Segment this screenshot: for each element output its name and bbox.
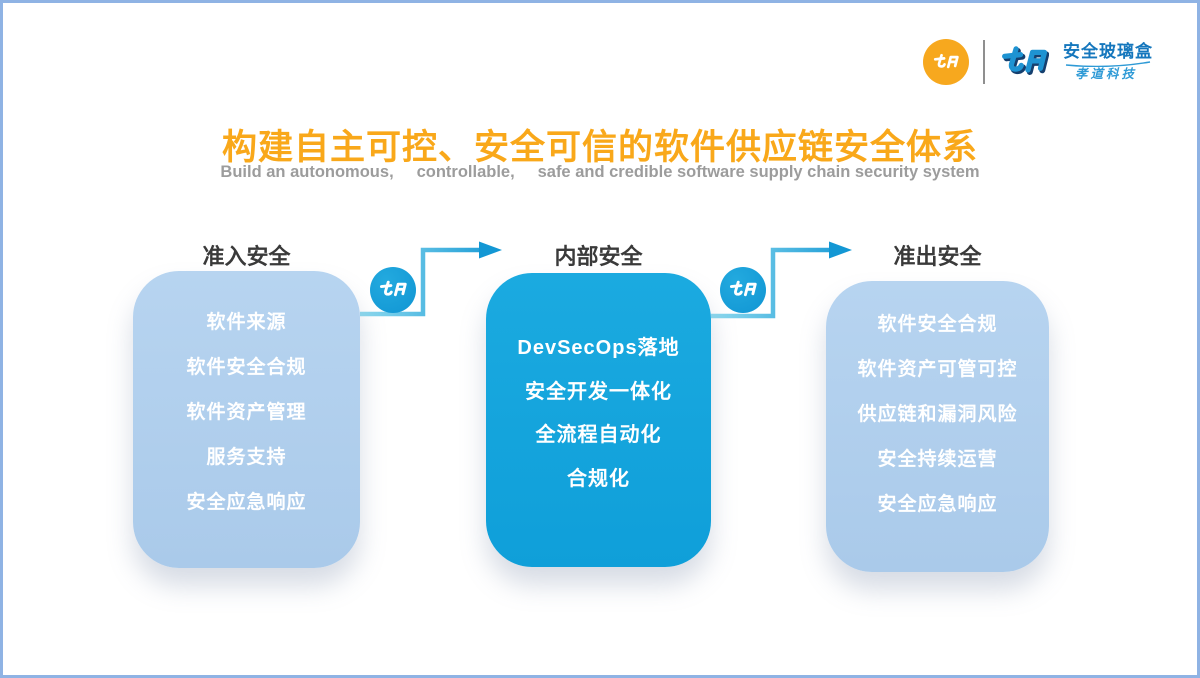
- card-item: 供应链和漏洞风险: [857, 404, 1018, 425]
- card-access-security: 软件来源 软件安全合规 软件资产管理 服务支持 安全应急响应: [133, 271, 360, 568]
- page-subtitle: Build an autonomous, controllable, safe …: [220, 163, 980, 181]
- brand-product-name: 安全玻璃盒: [1063, 42, 1153, 62]
- brand-mark-icon: [999, 44, 1050, 80]
- card-item: 软件安全合规: [877, 314, 998, 335]
- card-item: 合规化: [567, 467, 630, 490]
- card-item: 软件资产管理: [186, 402, 307, 423]
- column-header-internal: 内部安全: [554, 244, 643, 269]
- card-exit-security: 软件安全合规 软件资产可管可控 供应链和漏洞风险 安全持续运营 安全应急响应: [826, 281, 1049, 572]
- column-header-access: 准入安全: [202, 244, 291, 269]
- brand-logo: 安全玻璃盒 孝道科技: [923, 39, 1153, 85]
- card-item: 安全应急响应: [877, 494, 998, 515]
- card-item: 安全持续运营: [877, 449, 998, 470]
- brand-divider: [983, 40, 985, 84]
- xiaodao-glyph-icon: [933, 53, 959, 68]
- card-item: 软件安全合规: [186, 357, 307, 378]
- xiaodao-glyph-icon: [379, 280, 407, 297]
- flow-badge-2: [720, 267, 766, 313]
- card-item: DevSecOps落地: [517, 337, 680, 360]
- card-item: 全流程自动化: [535, 424, 662, 447]
- card-item: 服务支持: [206, 447, 287, 468]
- brand-circle-logo-icon: [923, 39, 969, 85]
- card-item: 软件资产可管可控: [857, 359, 1018, 380]
- card-item: 软件来源: [206, 312, 287, 333]
- card-item: 安全应急响应: [186, 492, 307, 513]
- xiaodao-glyph-icon: [729, 280, 757, 297]
- card-item: 安全开发一体化: [525, 380, 672, 403]
- brand-company-name: 孝道科技: [1075, 67, 1138, 82]
- column-header-exit: 准出安全: [893, 244, 982, 269]
- xiaodao-mark-icon: [1002, 46, 1050, 75]
- card-internal-security: DevSecOps落地 安全开发一体化 全流程自动化 合规化: [486, 273, 711, 567]
- flow-badge-1: [370, 267, 416, 313]
- brand-text: 安全玻璃盒 孝道科技: [1063, 43, 1153, 81]
- page-title: 构建自主可控、安全可信的软件供应链安全体系: [221, 128, 978, 167]
- brand-swoosh-icon: [1065, 61, 1151, 68]
